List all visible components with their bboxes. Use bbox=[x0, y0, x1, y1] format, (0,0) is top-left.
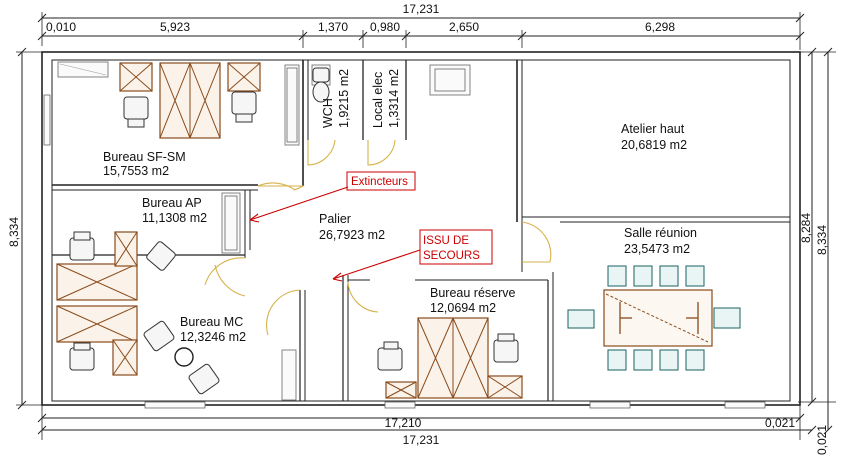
dim-left-height: 8,334 bbox=[7, 217, 21, 247]
meeting-table bbox=[603, 289, 713, 347]
dim-bottom-total: 17,231 bbox=[403, 433, 440, 447]
dim-seg-4: 0,980 bbox=[370, 20, 400, 34]
dim-top-total: 17,231 bbox=[403, 2, 440, 16]
room-area-salle-reunion: 23,5473 m2 bbox=[624, 242, 690, 256]
issue-line-1: ISSU DE bbox=[423, 235, 469, 247]
extincteurs-label: Extincteurs bbox=[351, 176, 408, 188]
room-area-bureau-ap: 11,1308 m2 bbox=[142, 211, 207, 225]
room-name-salle-reunion: Salle réunion bbox=[624, 226, 697, 240]
annotation-extincteurs: Extincteurs bbox=[249, 171, 416, 223]
room-area-atelier-haut: 20,6819 m2 bbox=[621, 138, 687, 152]
dimension-lines bbox=[16, 12, 836, 440]
room-area-bureau-sf-sm: 15,7553 m2 bbox=[103, 164, 169, 178]
walls bbox=[41, 51, 801, 406]
dim-bottom-inner: 17,210 bbox=[385, 416, 422, 430]
room-area-local-elec: 1,3314 m2 bbox=[387, 69, 401, 128]
room-area-wch: 1,9215 m2 bbox=[337, 69, 351, 128]
office-chairs bbox=[69, 67, 519, 395]
room-name-wch: WCH bbox=[321, 98, 335, 128]
room-area-palier: 26,7923 m2 bbox=[319, 228, 385, 242]
dim-right-outer: 8,334 bbox=[815, 225, 829, 255]
room-name-local-elec: Local elec bbox=[371, 72, 385, 128]
dim-seg-2: 5,923 bbox=[160, 20, 190, 34]
room-name-palier: Palier bbox=[319, 212, 351, 226]
room-area-bureau-reserve: 12,0694 m2 bbox=[430, 301, 496, 315]
room-area-bureau-mc: 12,3246 m2 bbox=[180, 330, 246, 344]
door-swings bbox=[204, 139, 552, 336]
room-name-bureau-mc: Bureau MC bbox=[180, 315, 243, 329]
meeting-chairs bbox=[567, 265, 741, 371]
room-name-bureau-sf-sm: Bureau SF-SM bbox=[103, 150, 186, 164]
dim-seg-5: 2,650 bbox=[449, 20, 479, 34]
dim-seg-1: 0,010 bbox=[46, 20, 76, 34]
dim-right-inner: 8,284 bbox=[799, 213, 813, 243]
dim-seg-3: 1,370 bbox=[318, 20, 348, 34]
dim-right-tiny: 0,021 bbox=[815, 425, 829, 455]
annotation-issue-de-secours: ISSU DE SECOURS bbox=[332, 229, 493, 282]
dimension-labels: 17,231 0,010 5,923 1,370 0,980 2,650 6,2… bbox=[7, 2, 829, 455]
room-name-bureau-ap: Bureau AP bbox=[142, 196, 202, 210]
room-labels: Bureau SF-SM 15,7553 m2 Bureau AP 11,130… bbox=[103, 69, 697, 344]
windows bbox=[43, 61, 766, 409]
dim-seg-6: 6,298 bbox=[645, 20, 675, 34]
dim-bottom-small: 0,021 bbox=[765, 416, 795, 430]
wood-cabinets bbox=[56, 62, 523, 399]
room-name-bureau-reserve: Bureau réserve bbox=[430, 286, 516, 300]
room-name-atelier-haut: Atelier haut bbox=[621, 122, 685, 136]
issue-line-2: SECOURS bbox=[423, 250, 480, 262]
